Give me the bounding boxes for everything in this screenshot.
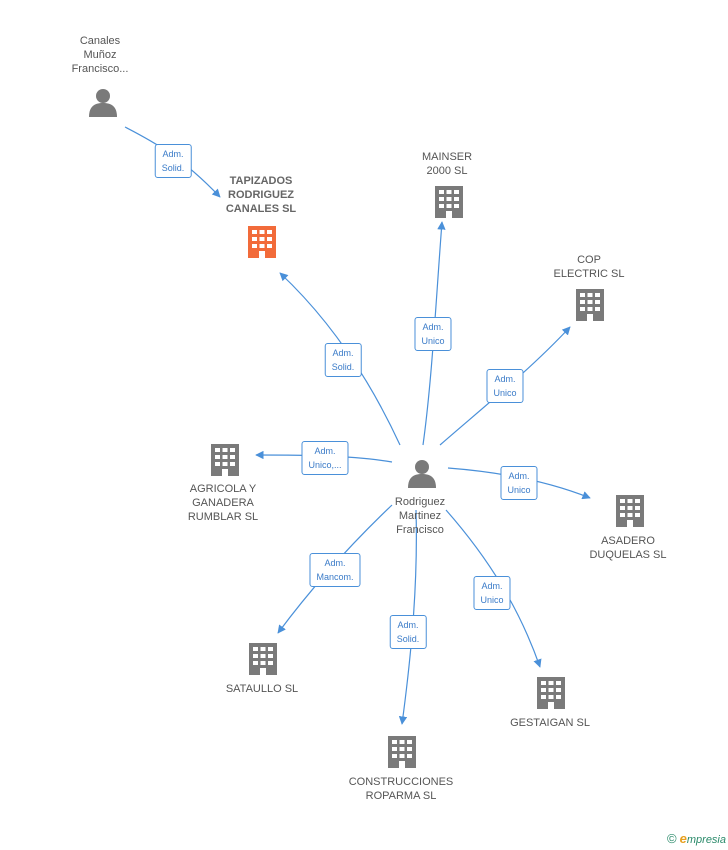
- building-icon-cop[interactable]: [576, 289, 604, 321]
- building-icon-agricola[interactable]: [211, 444, 239, 476]
- node-label-tapizados[interactable]: TAPIZADOS RODRIGUEZ CANALES SL: [225, 175, 297, 215]
- brand-initial: e: [679, 831, 687, 846]
- node-label-agricola[interactable]: AGRICOLA Y GANADERA RUMBLAR SL: [187, 483, 259, 523]
- edge-label-cop[interactable]: Adm. Unico: [486, 369, 524, 403]
- node-label-cop[interactable]: COP ELECTRIC SL: [553, 254, 625, 280]
- building-icon-sataullo[interactable]: [249, 643, 277, 675]
- edge-label-construcciones[interactable]: Adm. Solid.: [389, 615, 427, 649]
- building-icon-tapizados[interactable]: [248, 226, 276, 258]
- node-label-asadero[interactable]: ASADERO DUQUELAS SL: [589, 535, 667, 561]
- brand-name: mpresia: [686, 834, 726, 846]
- copyright-icon: ©: [667, 831, 677, 846]
- edge-label-tapizados[interactable]: Adm. Solid.: [154, 144, 192, 178]
- nodes-layer: [89, 89, 644, 768]
- node-label-mainser[interactable]: MAINSER 2000 SL: [421, 151, 473, 177]
- edge-label-tapizados[interactable]: Adm. Solid.: [324, 343, 362, 377]
- building-icon-construcciones[interactable]: [388, 736, 416, 768]
- building-icon-mainser[interactable]: [435, 186, 463, 218]
- node-label-gestaigan[interactable]: GESTAIGAN SL: [510, 717, 590, 729]
- person-icon-rodriguez[interactable]: [408, 460, 436, 488]
- node-label-rodriguez[interactable]: Rodriguez Martinez Francisco: [394, 496, 446, 536]
- building-icon-gestaigan[interactable]: [537, 677, 565, 709]
- edge-label-sataullo[interactable]: Adm. Mancom.: [309, 553, 361, 587]
- edge-label-mainser[interactable]: Adm. Unico: [414, 317, 452, 351]
- person-icon-canales[interactable]: [89, 89, 117, 117]
- node-label-sataullo[interactable]: SATAULLO SL: [225, 683, 299, 695]
- building-icon-asadero[interactable]: [616, 495, 644, 527]
- edge-label-asadero[interactable]: Adm. Unico: [500, 466, 538, 500]
- node-label-canales[interactable]: Canales Muñoz Francisco...: [71, 35, 129, 75]
- edges-layer: [124, 126, 591, 725]
- node-label-construcciones[interactable]: CONSTRUCCIONES ROPARMA SL: [348, 776, 454, 802]
- footer-brand: ©empresia: [667, 831, 726, 846]
- edge-label-agricola[interactable]: Adm. Unico,...: [301, 441, 349, 475]
- edge-label-gestaigan[interactable]: Adm. Unico: [473, 576, 511, 610]
